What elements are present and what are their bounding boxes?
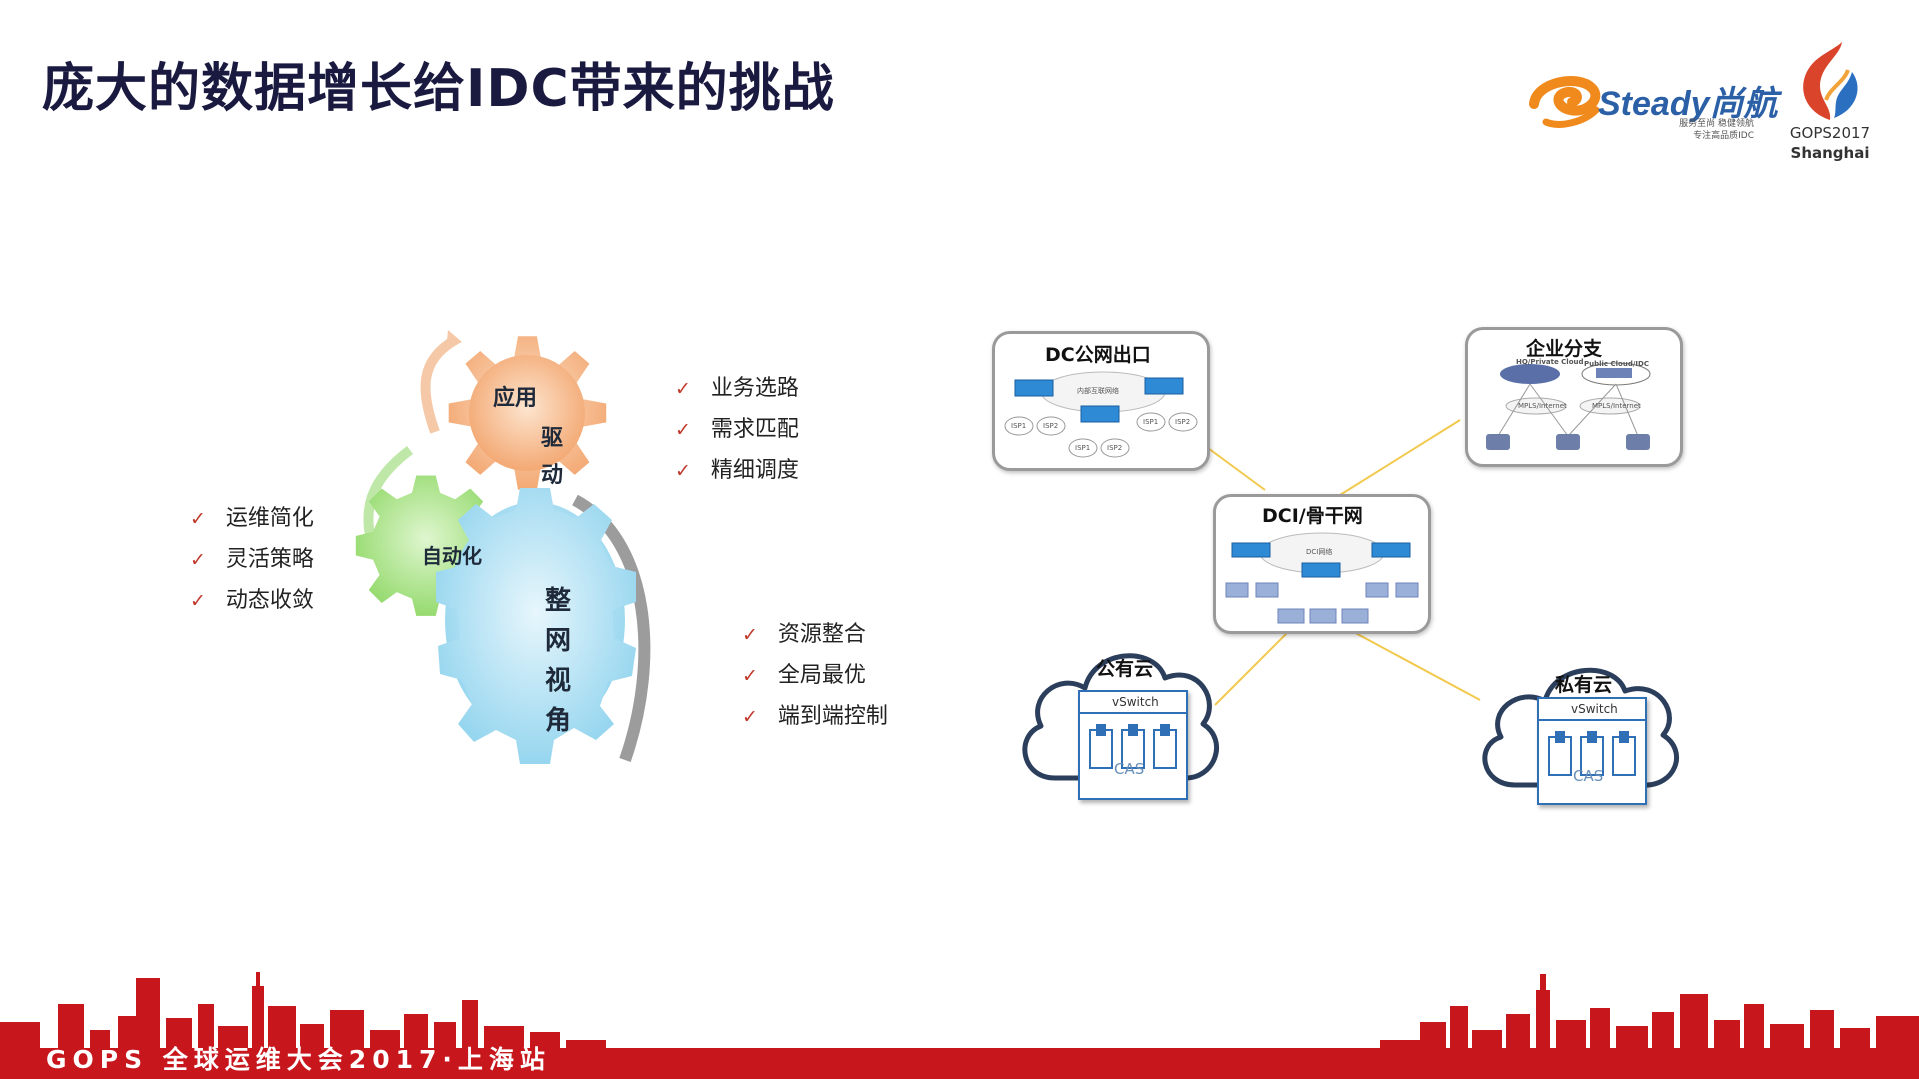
gops-flame-icon xyxy=(1803,42,1858,120)
gear-label-net: 网 xyxy=(545,626,572,656)
isp-label: ISP1 xyxy=(1075,444,1091,452)
isp-label: ISP1 xyxy=(1143,418,1159,426)
isp-label: ISP2 xyxy=(1175,418,1191,426)
list-item: ✓需求匹配 xyxy=(675,417,799,442)
dci-backbone-title: DCI/骨干网 xyxy=(1262,505,1363,527)
dci-network-icon xyxy=(1225,532,1419,624)
check-icon: ✓ xyxy=(190,549,206,571)
dc-exit-title: DC公网出口 xyxy=(1045,344,1151,366)
footer-skyline xyxy=(0,972,1919,1079)
list-item: ✓资源整合 xyxy=(742,622,866,647)
dci-inner-label: DCI网络 xyxy=(1306,548,1333,556)
isp-label: ISP1 xyxy=(1011,422,1027,430)
gear-label-automation: 自动化 xyxy=(422,544,482,568)
gear-label-whole: 整 xyxy=(545,586,572,616)
list-item: ✓端到端控制 xyxy=(742,704,888,729)
list-item: ✓全局最优 xyxy=(742,663,866,688)
gops-logo-year: GOPS2017 xyxy=(1789,124,1871,142)
gear-label-angle: 角 xyxy=(545,706,572,736)
gear-label-move: 动 xyxy=(541,463,564,488)
hq-label: HQ/Private Cloud xyxy=(1516,358,1584,366)
gear-label-view: 视 xyxy=(545,666,572,696)
check-icon: ✓ xyxy=(190,590,206,612)
dci-backbone-box: DCI/骨干网 DCI网络 xyxy=(1213,494,1431,634)
mpls-label: MPLS/Internet xyxy=(1592,402,1641,410)
steady-logo-word: Steady尚航 xyxy=(1598,85,1778,123)
gears-graphic xyxy=(355,330,651,764)
vm-icons xyxy=(1548,731,1636,776)
public-cloud-title: 公有云 xyxy=(1096,658,1154,680)
app-driven-gear xyxy=(448,336,607,490)
slide-title: 庞大的数据增长给IDC带来的挑战 xyxy=(42,59,835,119)
public-cloud-host: vSwitch CAS xyxy=(1078,690,1188,800)
enterprise-network-icon xyxy=(1486,362,1651,450)
footer-event-text: GOPS 全球运维大会2017·上海站 xyxy=(46,1045,551,1074)
isp-label: ISP2 xyxy=(1043,422,1059,430)
enterprise-branch-box: 企业分支 HQ/Private Cloud Public Cloud/IDC M… xyxy=(1465,327,1683,467)
public-cloud-label: Public Cloud/IDC xyxy=(1584,360,1649,368)
dc-exit-network-icon xyxy=(1004,371,1198,458)
private-cloud-title: 私有云 xyxy=(1555,674,1613,696)
gear-label-app: 应用 xyxy=(493,386,538,411)
list-item: ✓精细调度 xyxy=(675,458,799,483)
list-item: ✓动态收敛 xyxy=(190,588,314,613)
steady-logo: Steady尚航 服务至尚 稳健领航 专注高品质IDC xyxy=(1526,70,1778,141)
list-item: ✓业务选路 xyxy=(675,376,799,401)
private-cloud-host: vSwitch CAS xyxy=(1537,697,1647,805)
list-item: ✓灵活策略 xyxy=(190,547,314,572)
check-icon: ✓ xyxy=(675,419,691,441)
check-icon: ✓ xyxy=(190,508,206,530)
mpls-label: MPLS/Internet xyxy=(1518,402,1567,410)
check-icon: ✓ xyxy=(675,378,691,400)
vm-icons xyxy=(1089,724,1177,769)
list-item: ✓运维简化 xyxy=(190,506,314,531)
gops-logo: GOPS2017 Shanghai xyxy=(1780,40,1880,170)
whole-network-gear xyxy=(436,488,636,764)
steady-tagline-1: 服务至尚 稳健领航 xyxy=(1679,119,1754,129)
steady-tagline-2: 专注高品质IDC xyxy=(1693,131,1754,141)
check-icon: ✓ xyxy=(742,706,758,728)
vswitch-label: vSwitch xyxy=(1571,702,1618,716)
isp-label: ISP2 xyxy=(1107,444,1123,452)
steady-swirl-icon xyxy=(1529,76,1601,128)
check-icon: ✓ xyxy=(742,624,758,646)
gops-logo-city: Shanghai xyxy=(1790,144,1870,162)
vswitch-label: vSwitch xyxy=(1112,695,1159,709)
check-icon: ✓ xyxy=(675,460,691,482)
orange-arrow-icon xyxy=(420,335,458,434)
dc-exit-inner-label: 内部互联网络 xyxy=(1077,387,1119,395)
gear-label-drive: 驱 xyxy=(541,426,564,451)
cas-label: CAS xyxy=(1573,767,1604,785)
cas-label: CAS xyxy=(1114,760,1145,778)
dc-exit-box: DC公网出口 内部互联网络 ISP1 ISP2 ISP1 ISP2 ISP1 I… xyxy=(992,331,1210,471)
enterprise-branch-title: 企业分支 xyxy=(1526,338,1603,360)
check-icon: ✓ xyxy=(742,665,758,687)
